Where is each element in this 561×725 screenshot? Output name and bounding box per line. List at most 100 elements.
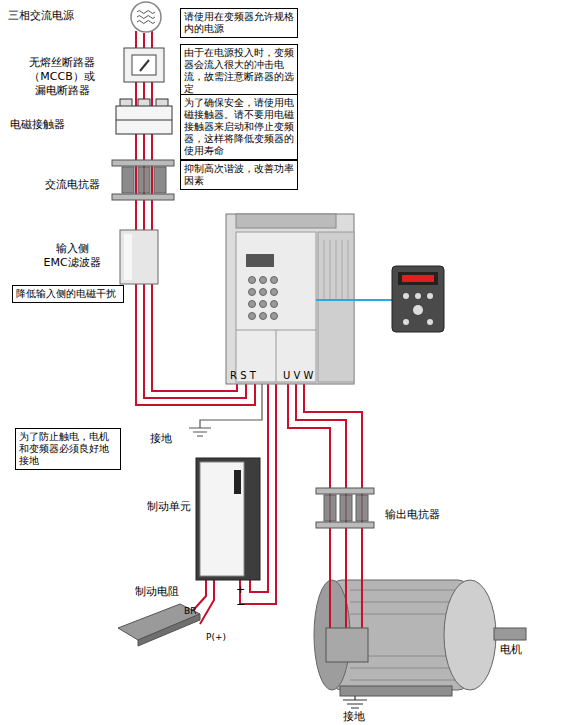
component-label: 制动单元	[147, 500, 191, 514]
key	[427, 319, 433, 325]
key	[271, 289, 278, 296]
component-label: 无熔丝断路器 （MCCB）或 漏电断路器	[29, 56, 95, 98]
component-label: U V W	[283, 369, 313, 383]
key	[271, 313, 278, 320]
key	[249, 277, 256, 284]
note-text: 抑制高次谐波，改善功率因素	[184, 163, 294, 187]
keypad-display	[398, 272, 438, 285]
reactor-bar	[112, 160, 174, 166]
note-text: 为了确保安全，请使用电磁接触器。请不要用电磁接触器来启动和停止变频器，这样将降低…	[184, 97, 294, 157]
breaker-window	[132, 55, 156, 75]
ground-wire	[189, 382, 262, 436]
note-text: 为了防止触电，电机和变频器必须良好地接地	[19, 431, 117, 467]
keypad-cable	[316, 299, 392, 301]
breaker-handle	[140, 60, 149, 71]
terminal-box	[326, 628, 368, 662]
remote-keypad	[392, 266, 444, 332]
filter-body	[120, 230, 158, 284]
key	[260, 301, 267, 308]
key	[271, 277, 278, 284]
key	[403, 293, 409, 299]
component-label: BR	[184, 604, 196, 618]
filter-highlight	[124, 234, 132, 280]
breaker	[124, 48, 164, 82]
motor-front	[444, 580, 496, 690]
key	[413, 305, 423, 315]
component-label: 输入侧 EMC滤波器	[43, 242, 100, 270]
key	[427, 293, 433, 299]
component-label: 输出电抗器	[385, 508, 440, 522]
output-reactor	[316, 488, 374, 528]
brake-unit-front	[200, 462, 244, 576]
ac-waves	[137, 11, 155, 24]
note-box: 由于在电源投入时，变频器会流入很大的冲击电流，故需注意断路器的选定	[180, 44, 298, 98]
reactor-coil	[138, 167, 150, 193]
key	[403, 319, 409, 325]
component-label: −	[236, 598, 245, 612]
note-box: 请使用在变频器允许规格内的电源	[180, 8, 298, 38]
component-label: 接地	[150, 432, 172, 446]
keypad-digits	[402, 275, 434, 282]
note-box: 降低输入侧的电磁干扰	[12, 285, 124, 303]
reactor-coil	[340, 495, 352, 521]
inverter-display	[246, 254, 274, 267]
component-label: R S T	[230, 369, 256, 383]
source-circle	[131, 2, 161, 32]
contactor	[116, 99, 172, 134]
breaker-body	[124, 48, 164, 82]
motor-shaft	[494, 628, 526, 640]
reactor-bar	[316, 522, 374, 528]
inverter-side	[318, 232, 354, 382]
key	[271, 301, 278, 308]
brake-resistor	[118, 604, 200, 646]
reactor-bar	[112, 194, 174, 200]
ac-source	[131, 2, 161, 32]
wire	[200, 580, 214, 624]
wire	[304, 382, 362, 640]
ground-symbol	[189, 428, 211, 436]
motor-feet	[340, 686, 452, 696]
key	[260, 289, 267, 296]
ac-reactor	[112, 160, 174, 200]
component-label: P(+)	[206, 630, 226, 644]
wire	[200, 382, 262, 428]
reactor-coil	[356, 495, 368, 521]
note-text: 降低输入侧的电磁干扰	[16, 288, 120, 300]
resistor-side	[138, 614, 200, 646]
component-label: 接地	[343, 710, 365, 724]
wire	[296, 382, 346, 640]
brake-wires	[188, 382, 276, 624]
reactor-coil	[324, 495, 336, 521]
reactor-bar	[316, 488, 374, 494]
component-label: 电磁接触器	[10, 118, 65, 132]
contactor-body	[116, 106, 172, 134]
note-text: 请使用在变频器允许规格内的电源	[184, 11, 294, 35]
key	[415, 293, 421, 299]
key	[249, 301, 256, 308]
component-label: 交流电抗器	[45, 178, 100, 192]
key	[260, 313, 267, 320]
component-label: 电机	[500, 643, 522, 657]
component-label: 三相交流电源	[8, 9, 74, 23]
inverter-fan	[236, 214, 336, 228]
note-box: 为了防止触电，电机和变频器必须良好地接地	[15, 428, 121, 470]
inverter-panel	[236, 232, 316, 382]
contactor-line	[116, 120, 172, 121]
keypad-body	[392, 266, 444, 332]
inverter-vents	[324, 240, 348, 300]
reactor-coil	[122, 167, 134, 193]
component-label: +	[236, 583, 245, 597]
output-wires	[288, 382, 362, 640]
reactor-coil	[154, 167, 166, 193]
inverter-keys	[249, 277, 278, 320]
ground-symbol	[343, 696, 367, 708]
brake-unit-body	[196, 458, 260, 580]
brake-unit	[196, 458, 260, 580]
brake-unit-display	[234, 470, 241, 494]
note-box: 抑制高次谐波，改善功率因素	[180, 160, 298, 190]
key	[249, 289, 256, 296]
component-label: 制动电阻	[135, 585, 179, 599]
key	[249, 313, 256, 320]
emc-filter	[120, 230, 158, 284]
